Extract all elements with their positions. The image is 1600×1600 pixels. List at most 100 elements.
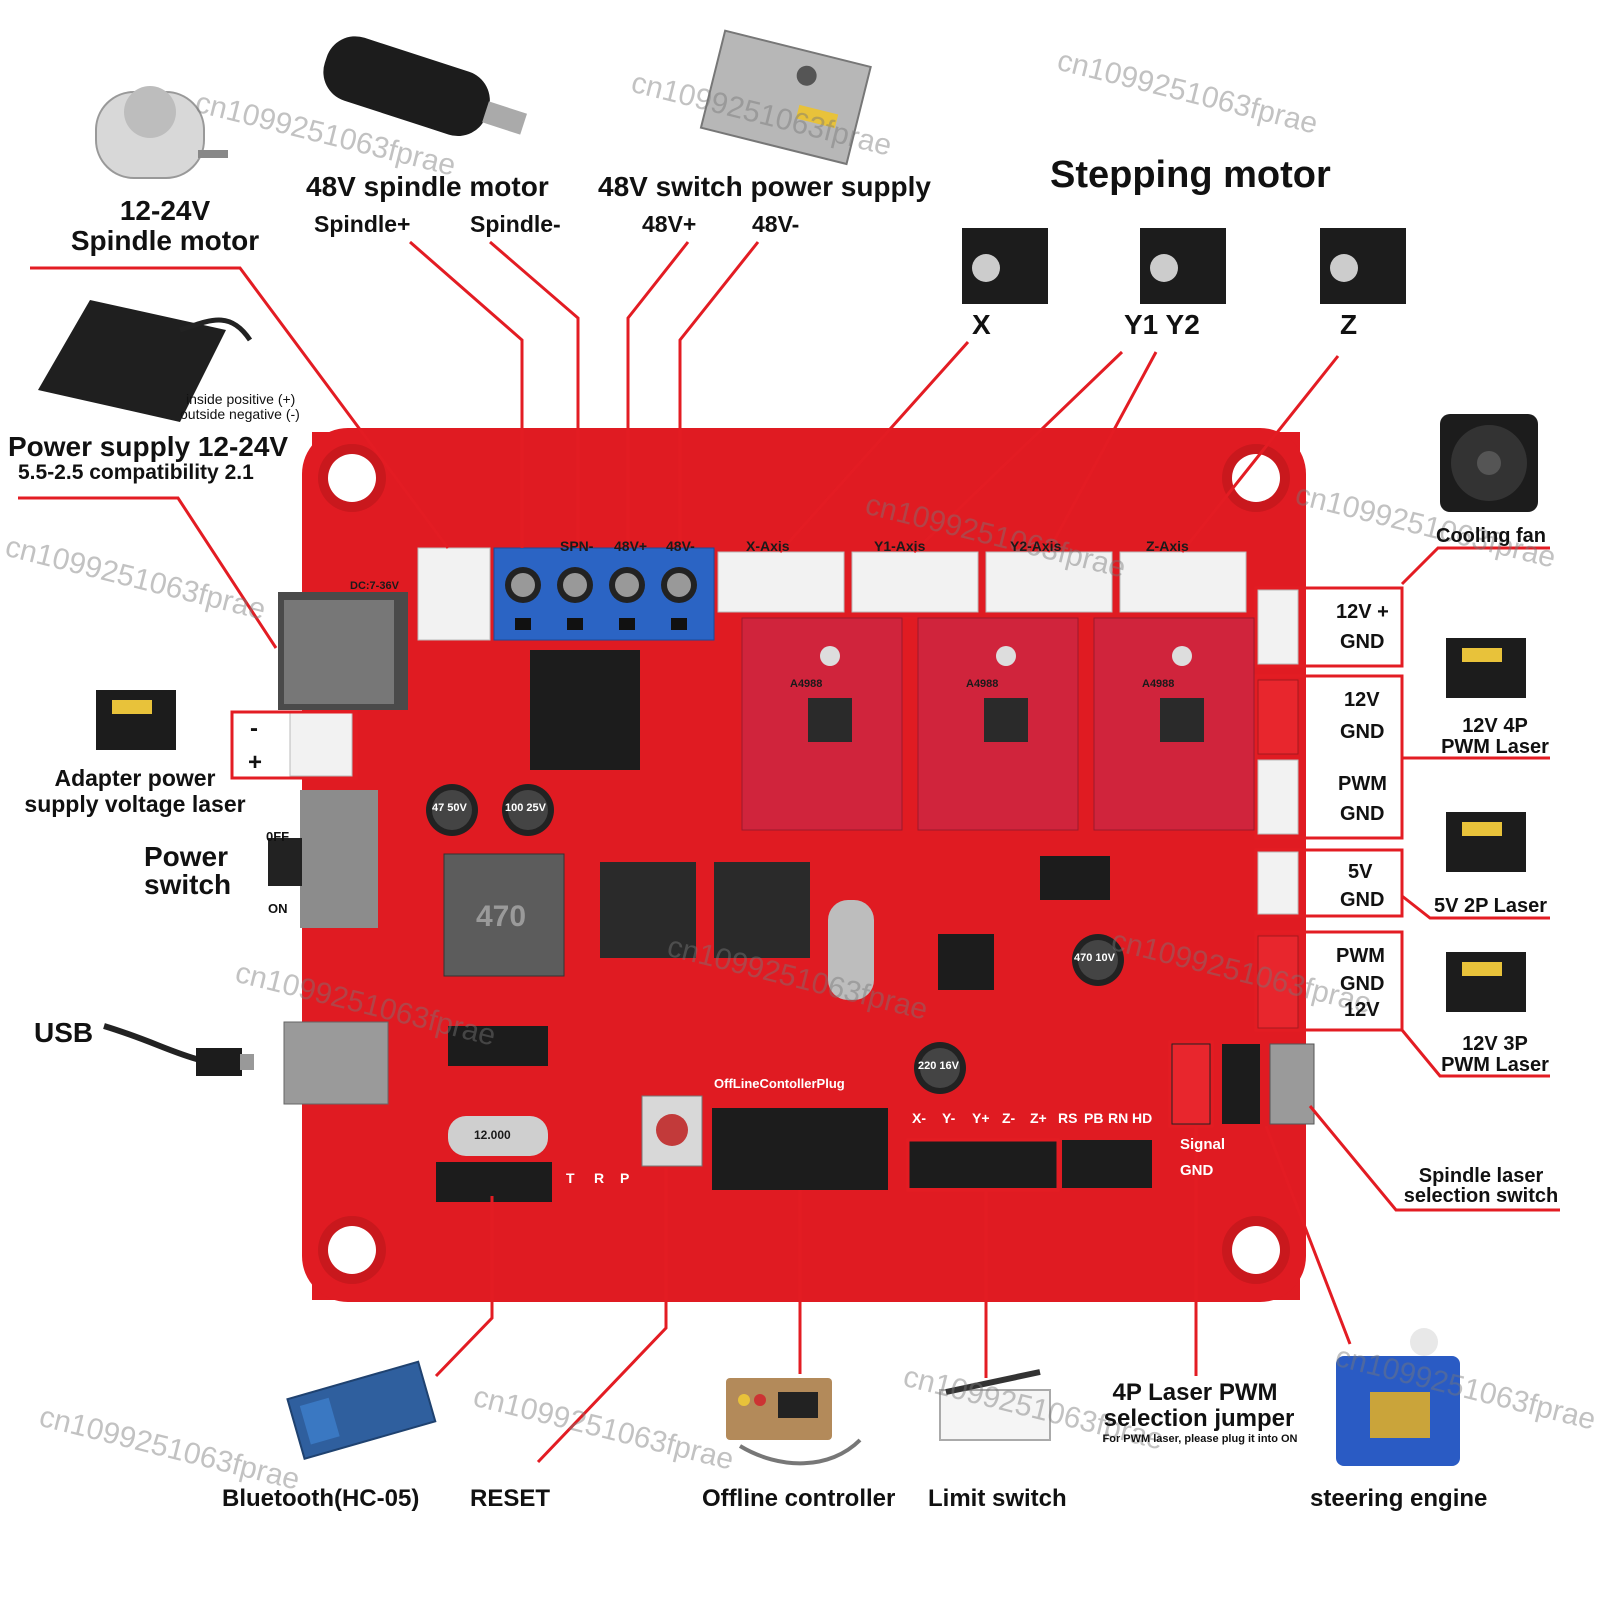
jumper-header: [1040, 856, 1110, 900]
silk-x-axis: X-Axis: [746, 538, 790, 554]
silk-cap3: 470 10V: [1074, 952, 1115, 964]
leader-y1-axis: [912, 350, 1124, 554]
capacitor: [914, 1042, 966, 1094]
leader-spindle-plus: [409, 240, 524, 548]
pin-12v-4p: 12V: [1344, 689, 1380, 711]
laser-4p-connector-power: [1257, 679, 1299, 755]
spindle-48v-title: 48V spindle motor: [306, 171, 549, 202]
cooling-fan-label: Cooling fan: [1436, 525, 1546, 547]
mounting-hole: [318, 1216, 386, 1284]
callout-boxes: [230, 586, 1404, 1192]
silk-driver-chip: A4988: [1142, 678, 1175, 690]
silk-dc: DC:7-36V: [350, 580, 399, 592]
capacitor: [502, 784, 554, 836]
offline-controller-header: [712, 1108, 888, 1190]
leader-x-axis: [778, 340, 970, 554]
laser-module-icon: [1446, 638, 1526, 698]
pin-gnd-fan: GND: [1340, 631, 1385, 653]
silk-signal: Signal: [1180, 1136, 1226, 1153]
stepper-motor-z-icon: [1320, 228, 1406, 304]
switch-on-label: ON: [268, 901, 288, 916]
microcontroller: [938, 934, 994, 990]
leader-5v-laser: [1401, 894, 1550, 920]
spindle-small-name: Spindle motor: [70, 225, 260, 256]
leader-power-supply: [18, 496, 278, 649]
laser-module-icon: [1446, 812, 1526, 872]
laser-module-icon: [1446, 952, 1526, 1012]
laser-5v-connector: [1257, 851, 1299, 915]
adapter-laser-label-2: supply voltage laser: [24, 791, 246, 817]
fan-callout-box: [1254, 586, 1404, 668]
leader-y2-axis: [1046, 351, 1158, 553]
spindle-motor-icon: [323, 36, 527, 137]
laser-module-icon: [96, 690, 176, 750]
spindle-minus-label: Spindle-: [470, 211, 561, 237]
jumper-callout-box: [1168, 1040, 1214, 1128]
limit-callout-box: [906, 1138, 1060, 1192]
stepping-motor-title: Stepping motor: [1050, 154, 1331, 196]
laser-3p-label-1: 12V 3P: [1462, 1033, 1528, 1055]
power-switch-label-1: Power: [144, 841, 229, 872]
spindle-laser-switch: [1269, 1043, 1315, 1125]
pin-5v: 5V: [1348, 861, 1373, 883]
silk-48v-plus: 48V+: [614, 538, 648, 554]
voltage-regulator: [714, 862, 810, 958]
leader-spindle-minus: [489, 240, 580, 548]
inductor: [443, 853, 565, 977]
silk-inductor: 470: [476, 900, 527, 933]
pin-gnd-4p-b: GND: [1340, 803, 1385, 825]
stepper-driver: [741, 617, 903, 831]
servo-icon: [1336, 1328, 1460, 1466]
bluetooth-module-icon: [286, 1360, 437, 1461]
leader-spindle-small: [30, 266, 450, 549]
stepper-motor-x-icon: [962, 228, 1048, 304]
capacitor: [426, 784, 478, 836]
laser-3p-callout-box: [1254, 930, 1404, 1032]
axis-x-label: X: [972, 309, 991, 340]
laser-3p-label-2: PWM Laser: [1441, 1054, 1549, 1076]
spindle-small-voltage: 12-24V: [119, 195, 211, 226]
switch-off-label: 0FF: [266, 829, 290, 844]
pin-pwm-4p: PWM: [1338, 773, 1387, 795]
laser-minus-label: -: [250, 715, 258, 742]
crystal: [448, 1116, 548, 1156]
jumper-note: For PWM laser, please plug it into ON: [1102, 1433, 1298, 1445]
silk-pin-z-plus: Z+: [1030, 1110, 1047, 1126]
y1-axis-connector: [851, 551, 979, 613]
laser-plus-label: +: [248, 749, 263, 776]
silk-pin-z-minus: Z-: [1002, 1110, 1016, 1126]
silk-cap4: 220 16V: [918, 1060, 959, 1072]
leader-48v-minus: [678, 241, 760, 548]
pin-gnd-5v: GND: [1340, 889, 1385, 911]
laser-2pin-connector: [289, 711, 353, 777]
axis-z-label: Z: [1340, 309, 1358, 340]
leader-cooling-fan: [1400, 546, 1550, 586]
silk-y2-axis: Y2-Axis: [1010, 538, 1062, 554]
laser-5v-callout-box: [1254, 848, 1404, 918]
power-supply-compat: 5.5-2.5 compatibility 2.1: [18, 461, 254, 484]
limit-switch-header: [908, 1140, 1058, 1188]
offline-controller-icon: [726, 1378, 862, 1466]
leader-servo: [1264, 1125, 1352, 1345]
switch-power-supply-title: 48V switch power supply: [598, 171, 931, 202]
dc-motor-icon: [95, 86, 228, 179]
usb-port: [283, 1021, 389, 1105]
reset-button: [641, 1095, 703, 1167]
power-switch: [268, 790, 378, 928]
capacitor: [1072, 934, 1124, 986]
pin-12v-3p: 12V: [1344, 999, 1380, 1021]
silk-pin-pb: PB: [1084, 1110, 1104, 1126]
leader-z-axis: [1180, 355, 1340, 553]
leader-bluetooth: [434, 1196, 494, 1378]
crystal-oscillator: [828, 900, 874, 1000]
stepper-driver: [1093, 617, 1255, 831]
adapter-inside-note: inside positive (+): [186, 391, 296, 407]
power-supply-title: Power supply 12-24V: [8, 431, 289, 462]
adapter-outside-note: outside negative (-): [180, 406, 300, 422]
power-switch-label-2: switch: [144, 869, 232, 900]
reset-label: RESET: [470, 1485, 551, 1512]
pin-header: [1062, 1140, 1152, 1188]
silk-48v-minus: 48V-: [666, 538, 695, 554]
mounting-hole: [318, 444, 386, 512]
